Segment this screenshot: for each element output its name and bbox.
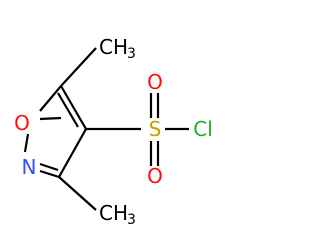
atom-nitrogen-ring: N <box>22 155 37 179</box>
atom-chlorine: Cl <box>193 117 213 141</box>
bond-n-c3 <box>39 169 60 179</box>
atom-sulfur: S <box>149 117 162 141</box>
bond-c4-c5 <box>60 85 87 130</box>
bond-c4-c5-double <box>57 92 79 128</box>
methyl-bottom-ch: CH <box>99 201 128 225</box>
atom-oxygen-ring: O <box>14 111 30 135</box>
methyl-top-label: CH <box>99 35 128 59</box>
bond-n-c3-double <box>39 162 59 172</box>
bond-c3-methyl <box>58 176 97 211</box>
bond-o-c5 <box>39 116 62 121</box>
bond-c5-methyl <box>60 47 97 87</box>
bond-o-n <box>23 133 30 153</box>
atom-sulfonyl-oxygen-top: O <box>147 70 163 94</box>
atom-sulfonyl-oxygen-bottom: O <box>147 164 163 188</box>
methyl-top-ch: CH <box>99 35 128 59</box>
methyl-bottom-label: CH <box>99 201 128 225</box>
molecule-drawing: O N S Cl O O CH 3 CH 3 <box>14 35 213 228</box>
bond-c3-c4 <box>58 128 87 178</box>
bond-c5-o1 <box>39 85 62 112</box>
methyl-top-subscript: 3 <box>127 46 136 62</box>
structure-canvas: O N S Cl O O CH 3 CH 3 <box>14 35 213 228</box>
methyl-bottom-subscript: 3 <box>127 212 136 228</box>
